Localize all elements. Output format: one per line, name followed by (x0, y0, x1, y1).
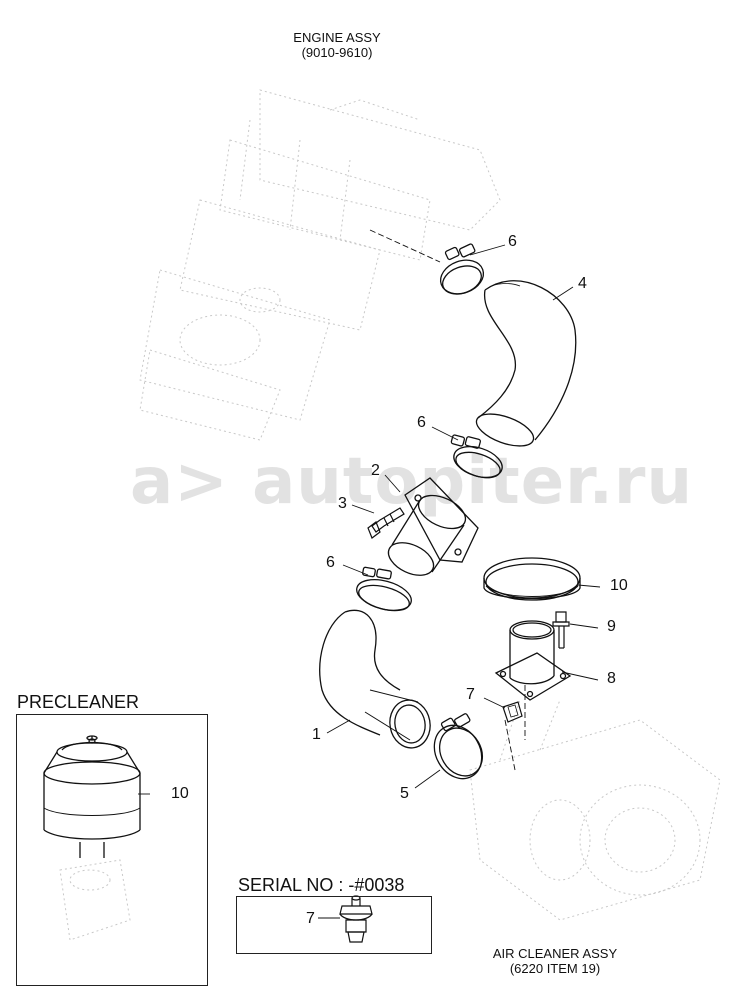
hose-lower-icon (319, 609, 431, 749)
serial-sensor-icon (339, 895, 373, 943)
precleaner-title: PRECLEANER (17, 692, 140, 712)
callout-clamp-lower: 6 (326, 554, 335, 571)
precleaner-callout: 10 (171, 785, 189, 802)
clamp-bottom-icon (433, 713, 484, 780)
engine-ghost-icon (139, 89, 501, 441)
clamp-lower-icon (356, 566, 412, 612)
watermark-text: autopiter.ru (252, 445, 694, 519)
clamp-top-icon (439, 243, 485, 295)
aircleaner-title: AIR CLEANER ASSY (492, 946, 618, 961)
aircleaner-ghost-icon (59, 699, 721, 941)
engine-code: (9010-9610) (301, 45, 373, 60)
callout-flange: 2 (371, 462, 380, 479)
serial-callout: 7 (306, 910, 315, 927)
callout-bolt-right: 9 (607, 618, 616, 635)
precleaner-icon (43, 735, 141, 858)
callout-adapter: 8 (607, 670, 616, 687)
adapter-icon (494, 620, 572, 701)
aircleaner-code: (6220 ITEM 19) (509, 961, 601, 976)
callout-clamp-top: 6 (508, 233, 517, 250)
callout-clamp-bottom: 5 (400, 785, 409, 802)
watermark: a> autopiter.ru (130, 445, 693, 519)
leader-lines (138, 229, 601, 919)
clamp-mid-icon (450, 434, 503, 479)
callout-clamp-mid: 6 (417, 414, 426, 431)
flange-icon (387, 477, 479, 576)
aircleaner-caption: AIR CLEANER ASSY (6220 ITEM 19) (470, 946, 640, 976)
engine-caption: ENGINE ASSY (9010-9610) (262, 30, 412, 60)
precleaner-box (16, 714, 208, 986)
callout-cap: 10 (610, 577, 628, 594)
bolt-right-icon (552, 611, 570, 649)
engine-title: ENGINE ASSY (293, 30, 381, 45)
sensor-icon (502, 701, 523, 723)
serial-title: SERIAL NO : -#0038 (238, 875, 405, 895)
callout-bolt: 3 (338, 495, 347, 512)
serial-box (236, 896, 432, 954)
cap-icon (483, 557, 581, 601)
hose-upper-icon (475, 280, 577, 447)
bolt-icon (367, 507, 405, 539)
watermark-logo-icon: a> (130, 445, 253, 519)
callout-hose-lower: 1 (312, 726, 321, 743)
callout-hose-upper: 4 (578, 275, 587, 292)
callout-sensor: 7 (466, 686, 475, 703)
